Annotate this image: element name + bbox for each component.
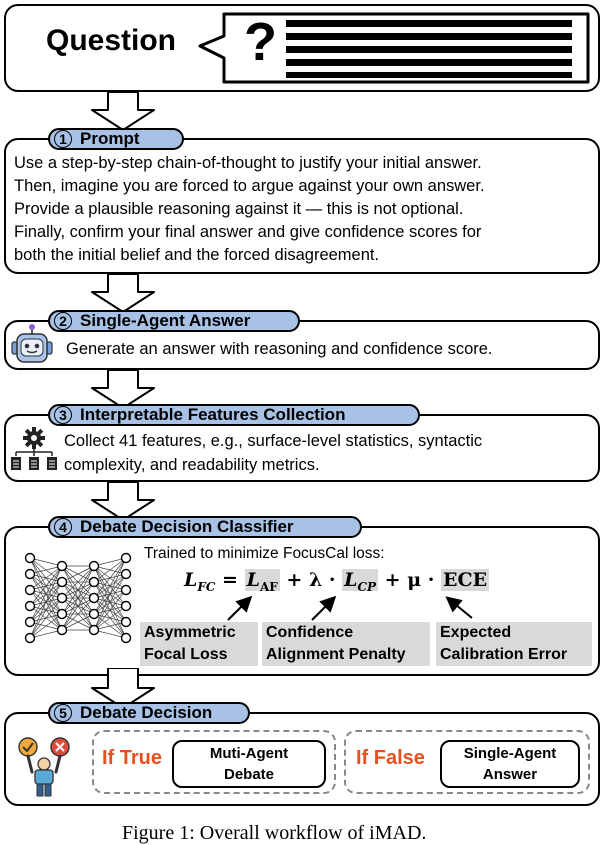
flow-arrow-2 (91, 274, 155, 313)
classifier-tag-label: Debate Decision Classifier (80, 517, 294, 536)
decision-tag-label: Debate Decision (80, 703, 213, 722)
question-mark: ? (244, 12, 277, 72)
choice-line: Muti-Agent (209, 745, 289, 762)
eq-term-ece: ECE (440, 569, 490, 591)
figure-caption: Figure 1: Overall workflow of iMAD. (122, 822, 427, 844)
focuscal-equation: LFC = LAF + λ · LCP + μ · ECE (184, 569, 490, 594)
if-true-label: If True (102, 747, 163, 769)
label-confidence-alignment-penalty: Confidence Alignment Penalty (262, 622, 430, 666)
label-line: Asymmetric (144, 624, 236, 641)
robot-icon (11, 324, 53, 363)
step-number: 5 (54, 704, 72, 722)
prompt-line-1: Use a step-by-step chain-of-thought to j… (14, 154, 482, 172)
single-agent-tag: 2 Single-Agent Answer (48, 310, 300, 332)
features-tag-label: Interpretable Features Collection (80, 405, 346, 424)
classifier-intro: Trained to minimize FocusCal loss: (144, 545, 385, 562)
flow-arrow-3 (91, 370, 155, 409)
features-tag: 3 Interpretable Features Collection (48, 404, 420, 426)
step-number: 3 (54, 406, 72, 424)
label-asymmetric-focal-loss: Asymmetric Focal Loss (140, 622, 258, 666)
prompt-line-5: both the initial belief and the forced d… (14, 246, 380, 264)
label-line: Focal Loss (144, 646, 228, 663)
eq-lhs-sub: FC (197, 579, 216, 594)
choice-line: Debate (223, 766, 275, 783)
single-agent-tag-label: Single-Agent Answer (80, 311, 251, 330)
eq-term-af-sub: AF (259, 579, 278, 594)
speech-bubble-icon (198, 12, 590, 84)
eq-term-cp-sub: CP (357, 579, 377, 594)
multi-agent-debate-choice: Muti-Agent Debate (172, 740, 326, 788)
question-title: Question (46, 24, 177, 57)
flow-arrow-4 (91, 482, 155, 521)
person-decision-icon (18, 737, 70, 797)
prompt-line-2: Then, imagine you are forced to argue ag… (14, 177, 485, 195)
eq-equals: = (215, 569, 245, 591)
features-line-1: Collect 41 features, e.g., surface-level… (64, 432, 483, 450)
single-agent-text: Generate an answer with reasoning and co… (66, 340, 493, 358)
prompt-box (4, 138, 600, 274)
prompt-tag-label: Prompt (80, 129, 140, 148)
classifier-tag: 4 Debate Decision Classifier (48, 516, 362, 538)
choice-line: Answer (482, 766, 538, 783)
label-line: Alignment Penalty (266, 646, 406, 663)
flow-arrow-1 (91, 92, 155, 131)
step-number: 1 (54, 130, 72, 148)
label-expected-calibration-error: Expected Calibration Error (436, 622, 592, 666)
prompt-line-4: Finally, confirm your final answer and g… (14, 223, 482, 241)
eq-term-cp-symbol: L (344, 569, 358, 591)
pointer-arrows (227, 595, 473, 621)
eq-term-af: LAF (244, 569, 280, 594)
label-line: Calibration Error (440, 646, 568, 663)
prompt-line-3: Provide a plausible reasoning against it… (14, 200, 464, 218)
features-line-2: complexity, and readability metrics. (64, 456, 320, 474)
gear-documents-icon (11, 427, 57, 470)
eq-term-cp: LCP (342, 569, 379, 594)
flow-arrow-5 (91, 668, 155, 709)
eq-plus-mu: + μ · (378, 569, 441, 591)
eq-plus-lambda: + λ · (279, 569, 343, 591)
eq-term-af-symbol: L (246, 569, 260, 591)
step-number: 2 (54, 312, 72, 330)
single-agent-answer-choice: Single-Agent Answer (440, 740, 580, 788)
step-number: 4 (54, 518, 72, 536)
prompt-tag: 1 Prompt (48, 128, 184, 150)
neural-network-icon (24, 552, 132, 644)
decision-tag: 5 Debate Decision (48, 702, 250, 724)
true-branch (92, 730, 336, 794)
if-false-label: If False (356, 747, 425, 769)
eq-lhs: L (184, 569, 198, 591)
false-branch (344, 730, 590, 794)
choice-line: Single-Agent (463, 745, 557, 762)
label-line: Expected (440, 624, 512, 641)
label-line: Confidence (266, 624, 354, 641)
